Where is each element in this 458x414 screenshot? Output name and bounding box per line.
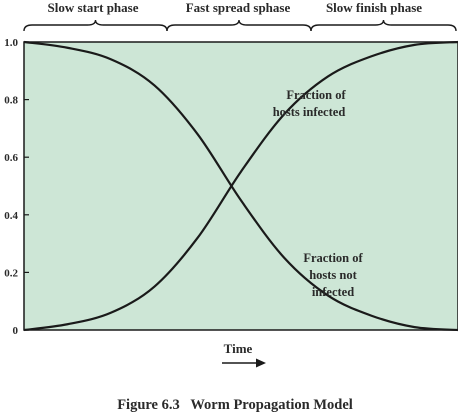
y-tick-label: 0 xyxy=(13,325,19,337)
y-tick-label: 0.6 xyxy=(4,152,18,164)
series-line-infected xyxy=(23,40,458,332)
phase-brace xyxy=(166,19,312,32)
phase-label-fast-spread: Fast spread sphase xyxy=(186,0,291,15)
phase-brace xyxy=(310,19,457,32)
annotation-infected-line2: hosts infected xyxy=(273,105,346,119)
phase-label-slow-finish: Slow finish phase xyxy=(326,0,422,15)
x-axis-label: Time xyxy=(224,341,253,356)
annotation-not-infected-line2: hosts not xyxy=(309,268,357,282)
y-tick-label: 1.0 xyxy=(4,37,18,49)
time-arrow xyxy=(222,358,266,368)
series-line-not-infected xyxy=(23,40,458,332)
phase-braces xyxy=(23,19,457,32)
y-tick-label: 0.4 xyxy=(4,210,18,222)
annotation-not-infected-line1: Fraction of xyxy=(303,251,363,265)
y-tick-label: 0.8 xyxy=(4,95,18,107)
y-tick-label: 0.2 xyxy=(4,267,18,279)
phase-brace xyxy=(23,19,168,32)
series-lines xyxy=(23,40,458,332)
plot-area xyxy=(23,41,458,331)
annotation-infected-line1: Fraction of xyxy=(286,88,346,102)
annotation-not-infected-line3: infected xyxy=(312,285,354,299)
figure-caption: Figure 6.3 Worm Propagation Model xyxy=(117,397,353,413)
phase-label-slow-start: Slow start phase xyxy=(47,0,138,15)
